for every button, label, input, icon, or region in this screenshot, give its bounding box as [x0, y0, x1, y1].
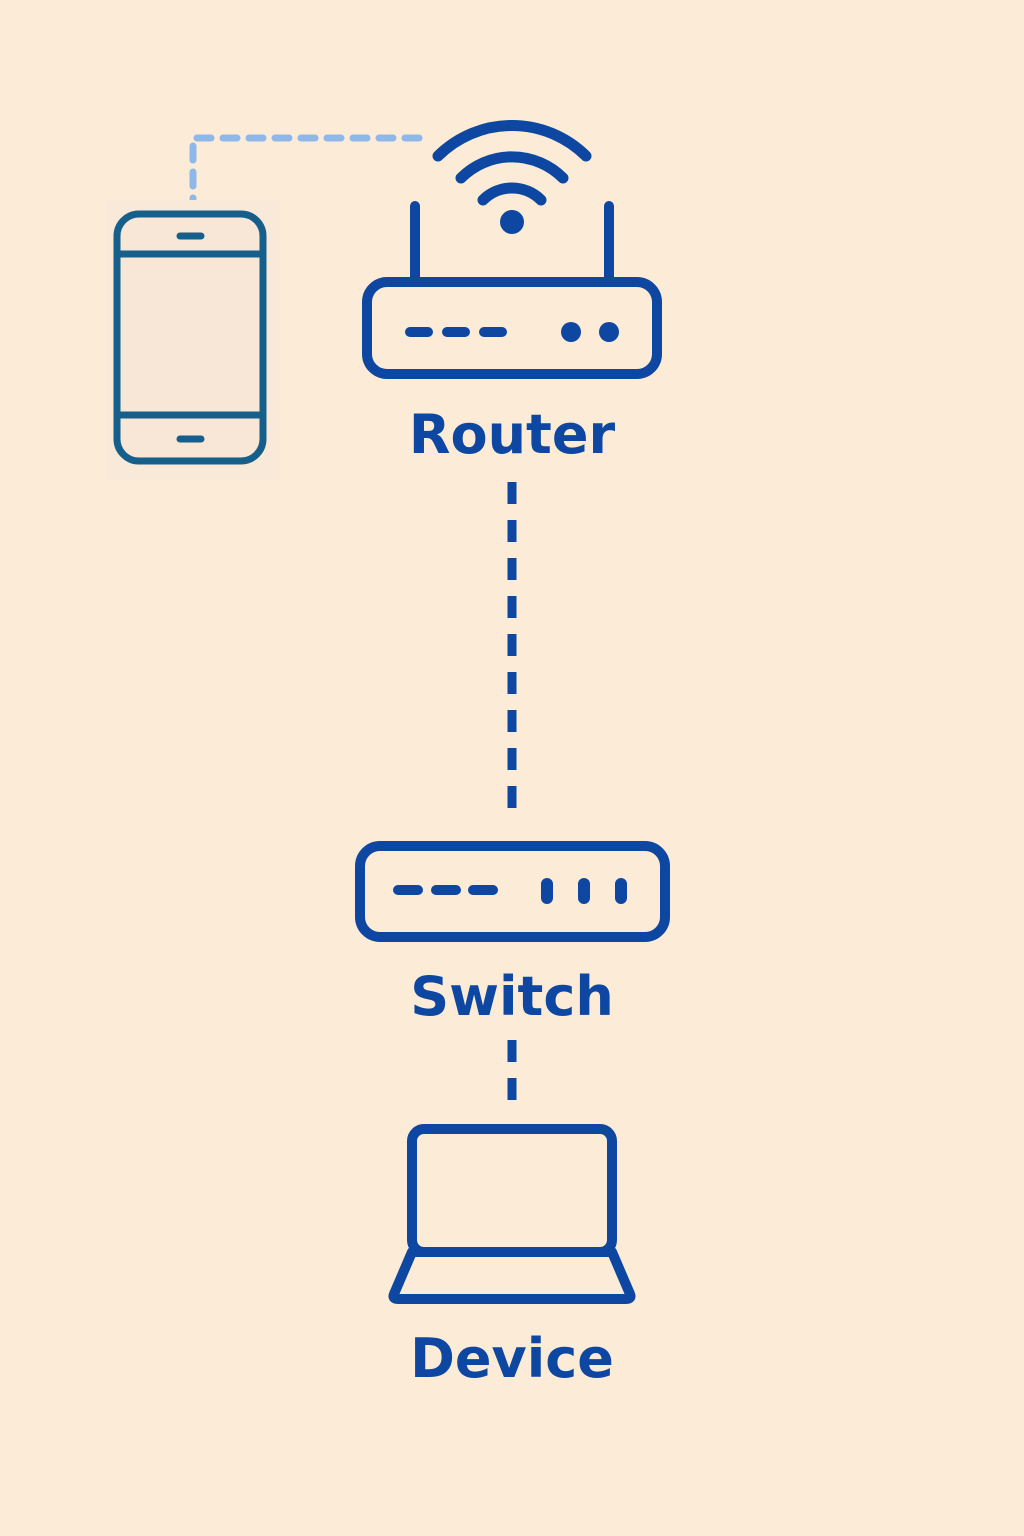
- laptop-base: [388, 1247, 636, 1304]
- laptop-icon: [388, 1124, 636, 1304]
- wireless-link-phone-router: [189, 134, 434, 216]
- router-label: Router: [409, 403, 616, 466]
- router-body: [362, 277, 662, 379]
- phone-body: [113, 210, 267, 465]
- device-label: Device: [410, 1327, 614, 1390]
- switch-icon: [355, 841, 670, 942]
- laptop-screen: [407, 1124, 617, 1257]
- smartphone-icon: [106, 200, 280, 480]
- switch-label: Switch: [410, 965, 614, 1028]
- router-icon: [362, 119, 662, 379]
- wifi-icon: [432, 119, 592, 234]
- switch-body: [355, 841, 670, 942]
